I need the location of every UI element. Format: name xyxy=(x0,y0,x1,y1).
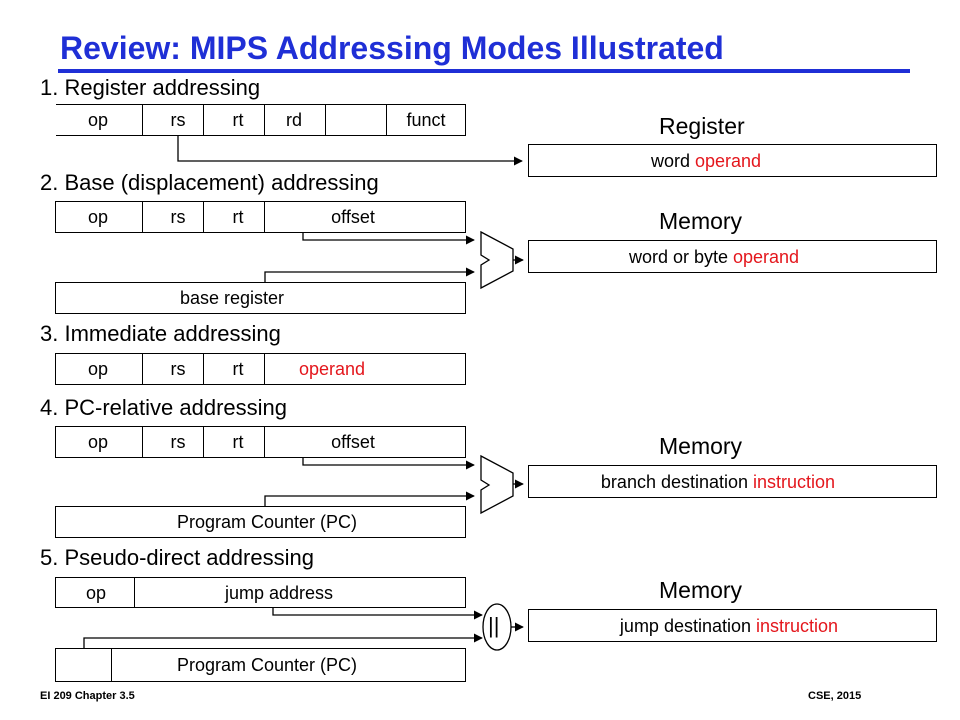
footer-chapter: EI 209 Chapter 3.5 xyxy=(40,690,135,702)
r-rd-field: rd xyxy=(285,110,303,130)
memory-jump-instruction-text: jump destination instruction xyxy=(619,616,839,636)
base-rt-field: rt xyxy=(232,207,244,227)
concat-symbol: || xyxy=(488,613,500,638)
memory-heading-base: Memory xyxy=(659,208,743,234)
imm-operand-field: operand xyxy=(298,359,366,379)
jump-format-instruction xyxy=(55,577,466,608)
base-divider xyxy=(203,201,204,233)
section-pseudo-direct-addressing: 5. Pseudo-direct addressing xyxy=(40,545,314,570)
jump-op-field: op xyxy=(85,583,107,603)
r-divider xyxy=(203,104,204,136)
memory-box-base xyxy=(528,240,937,273)
base-op-field: op xyxy=(87,207,109,227)
r-op-field: op xyxy=(87,110,109,130)
pcrel-pc-arrow xyxy=(264,491,475,506)
r-divider xyxy=(325,104,326,136)
memory-box-jump xyxy=(528,609,937,642)
section-base-addressing: 2. Base (displacement) addressing xyxy=(40,170,379,195)
register-box xyxy=(528,144,937,177)
memory-heading-pcrel: Memory xyxy=(659,433,743,459)
base-divider xyxy=(142,201,143,233)
r-divider xyxy=(386,104,387,136)
imm-divider xyxy=(264,353,265,385)
pcrel-offset-field: offset xyxy=(331,432,375,452)
imm-rt-field: rt xyxy=(232,359,244,379)
title-underline xyxy=(58,69,910,73)
section-pc-relative-addressing: 4. PC-relative addressing xyxy=(40,395,288,420)
base-offset-field: offset xyxy=(331,207,375,227)
imm-divider xyxy=(203,353,204,385)
r-funct-field: funct xyxy=(406,110,446,130)
r-rt-field: rt xyxy=(232,110,244,130)
memory-box-pcrel xyxy=(528,465,937,498)
jump-pc-divider xyxy=(111,648,112,682)
base-register-arrow xyxy=(264,267,475,282)
r-divider xyxy=(264,104,265,136)
pcrel-rs-field: rs xyxy=(170,432,186,452)
base-format-instruction xyxy=(55,201,466,233)
memory-base-operand-text: word or byte operand xyxy=(628,247,800,267)
section-immediate-addressing: 3. Immediate addressing xyxy=(40,321,281,346)
jump-pc-label: Program Counter (PC) xyxy=(176,655,358,675)
imm-format-instruction xyxy=(55,353,466,385)
pcrel-adder xyxy=(480,454,514,515)
pcrel-divider xyxy=(203,426,204,458)
pcrel-format-instruction xyxy=(55,426,466,458)
memory-heading-jump: Memory xyxy=(659,577,743,603)
jump-pc-arrow xyxy=(83,633,483,648)
r-divider xyxy=(142,104,143,136)
r-format-instruction xyxy=(55,104,466,136)
base-adder xyxy=(480,230,514,290)
base-offset-arrow xyxy=(302,233,475,245)
register-arrow xyxy=(177,136,523,166)
pcrel-divider xyxy=(142,426,143,458)
jump-address-arrow xyxy=(272,608,483,620)
slide-title: Review: MIPS Addressing Modes Illustrate… xyxy=(60,30,724,66)
base-rs-field: rs xyxy=(170,207,186,227)
pcrel-offset-arrow xyxy=(302,458,475,470)
base-register-box xyxy=(55,282,466,314)
footer-course: CSE, 2015 xyxy=(808,690,862,702)
base-divider xyxy=(264,201,265,233)
imm-op-field: op xyxy=(87,359,109,379)
base-register-label: base register xyxy=(179,288,285,308)
section-register-addressing: 1. Register addressing xyxy=(40,75,261,100)
pcrel-divider xyxy=(264,426,265,458)
r-rs-field: rs xyxy=(170,110,186,130)
memory-pcrel-instruction-text: branch destination instruction xyxy=(600,472,836,492)
imm-rs-field: rs xyxy=(170,359,186,379)
jump-pc-box xyxy=(55,648,466,682)
register-heading: Register xyxy=(659,113,745,139)
pcrel-rt-field: rt xyxy=(232,432,244,452)
jump-divider xyxy=(134,577,135,608)
pcrel-pc-label: Program Counter (PC) xyxy=(176,512,358,532)
jump-address-field: jump address xyxy=(224,583,334,603)
register-operand-text: word operand xyxy=(650,151,762,171)
pcrel-op-field: op xyxy=(87,432,109,452)
pcrel-pc-box xyxy=(55,506,466,538)
imm-divider xyxy=(142,353,143,385)
